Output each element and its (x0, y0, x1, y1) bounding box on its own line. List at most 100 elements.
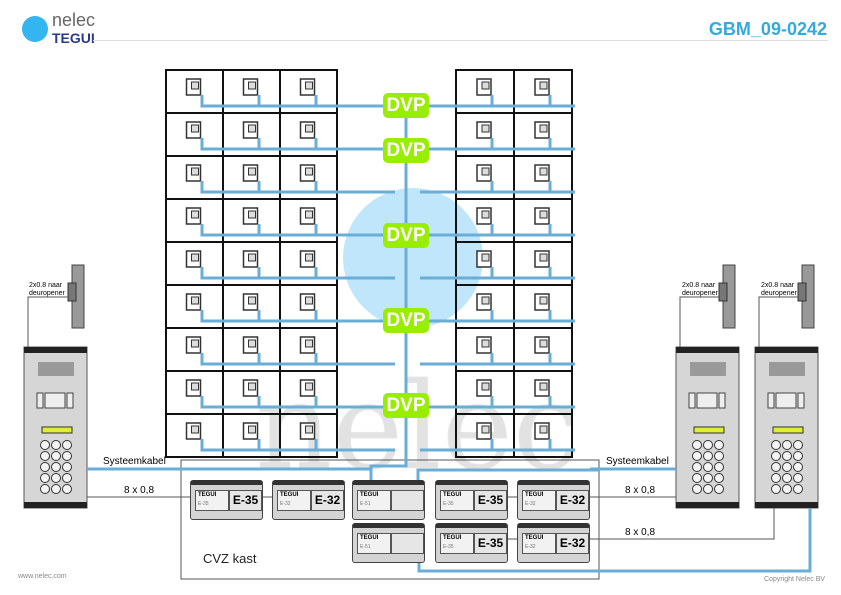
dvp-distributor: DVP (383, 308, 429, 333)
monitor-screen (305, 296, 313, 305)
speaker-grille-icon (690, 362, 726, 376)
module-label-box: TEGUI E-35 (440, 490, 474, 511)
bus-cable (200, 181, 395, 194)
keypad-button (714, 484, 724, 494)
module-brand: TEGUI (525, 535, 544, 541)
bus-cable (420, 267, 575, 280)
monitor-screen (191, 81, 199, 90)
keypad-button (40, 462, 50, 472)
monitor-screen (481, 339, 490, 348)
module-code: E-35 (198, 501, 209, 507)
monitor-screen (539, 81, 548, 90)
monitor-screen (305, 81, 313, 90)
monitor-screen (248, 210, 256, 219)
module-code: E-35 (443, 501, 454, 507)
door-opener-wire (758, 296, 798, 347)
footer-copyright: Copyright Nelec BV (764, 576, 826, 583)
camera-side (688, 392, 696, 409)
module-code: E-35 (443, 544, 454, 550)
module-code: E-51 (360, 501, 371, 507)
logo-brand: TEGUI (52, 30, 95, 46)
keypad-button (51, 440, 61, 450)
bus-cable (420, 138, 575, 151)
logo-icon (22, 16, 48, 42)
keypad-button (714, 462, 724, 472)
dvp-distributor: DVP (383, 223, 429, 248)
monitor-screen (539, 382, 548, 391)
monitor-screen (539, 167, 548, 176)
monitor-screen (248, 81, 256, 90)
monitor-screen (248, 167, 256, 176)
camera-lens-icon (696, 392, 718, 409)
keypad-button (51, 473, 61, 483)
wire-label-left: 8 x 0,8 (124, 485, 155, 496)
panel-cap (676, 502, 739, 508)
keypad-button (62, 484, 72, 494)
keypad-button (692, 462, 702, 472)
camera-side (66, 392, 74, 409)
bus-cable (420, 95, 575, 108)
bus-cable (420, 439, 575, 452)
document-id: GBM_09-0242 (708, 19, 827, 39)
door-opener-wire (679, 296, 719, 347)
keypad-button (51, 462, 61, 472)
keypad-button (40, 473, 50, 483)
panel-cap (24, 347, 87, 353)
module-code: E-32 (525, 501, 536, 507)
module-brand: TEGUI (443, 492, 462, 498)
camera-side (797, 392, 805, 409)
strike-plate (797, 282, 807, 302)
keypad-button (793, 440, 803, 450)
keypad-button (782, 462, 792, 472)
keypad-button (771, 451, 781, 461)
monitor-screen (248, 253, 256, 262)
keypad-button (62, 440, 72, 450)
display (693, 426, 725, 434)
module-code: E-51 (360, 544, 371, 550)
monitor-screen (305, 382, 313, 391)
keypad-button (40, 484, 50, 494)
monitor-screen (481, 167, 490, 176)
module-label-box: TEGUI E-32 (522, 533, 556, 554)
camera-side (718, 392, 726, 409)
bus-cable (420, 181, 575, 194)
display (772, 426, 804, 434)
module-code: E-32 (525, 544, 536, 550)
camera-side (767, 392, 775, 409)
module-type: E-35 (229, 490, 262, 511)
bus-cable (420, 224, 575, 237)
monitor-screen (305, 124, 313, 133)
panel-cap (755, 502, 818, 508)
logo-name: nelec (52, 10, 96, 30)
monitor-screen (305, 339, 313, 348)
module-brand: TEGUI (443, 535, 462, 541)
bus-cable (200, 138, 395, 151)
bus-cable (420, 310, 575, 323)
monitor-screen (248, 339, 256, 348)
apartment (513, 413, 573, 458)
camera-lens-icon (775, 392, 797, 409)
keypad-button (40, 451, 50, 461)
monitor-screen (481, 253, 490, 262)
monitor-screen (191, 253, 199, 262)
monitor-screen (539, 210, 548, 219)
strike-plate (67, 282, 77, 302)
module-type (391, 533, 424, 554)
system-cable-right-2 (417, 508, 812, 573)
riser-cable (416, 468, 599, 480)
monitor-screen (248, 124, 256, 133)
